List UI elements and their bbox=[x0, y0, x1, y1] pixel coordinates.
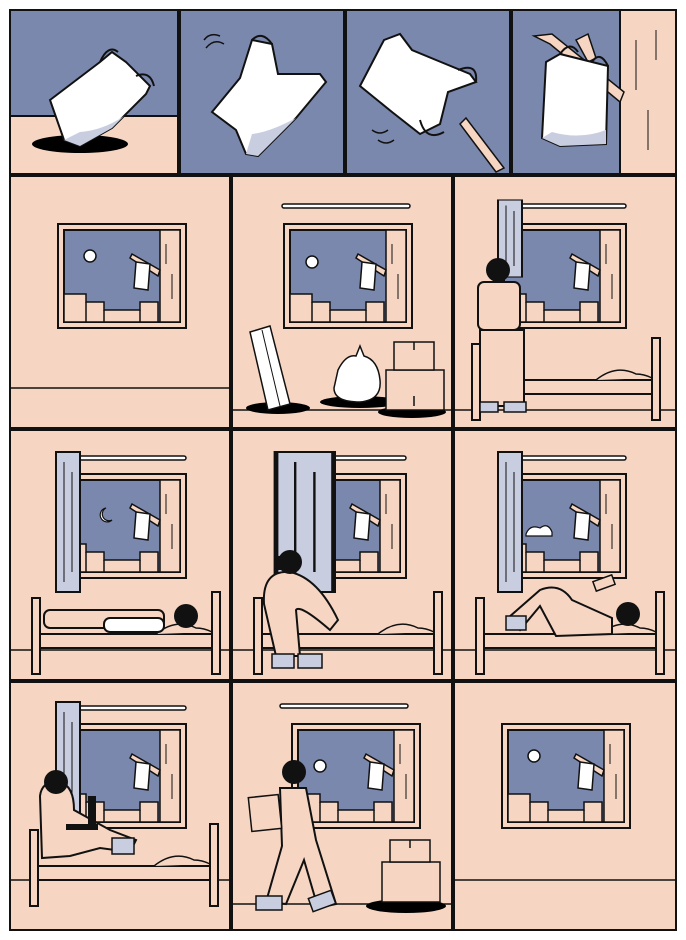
phone-icon bbox=[276, 556, 282, 570]
panel-empty-room-window bbox=[9, 175, 231, 429]
plastic-bag-icon bbox=[48, 48, 155, 148]
panel-person-lying-in-bed bbox=[9, 429, 231, 681]
box-icon bbox=[247, 793, 283, 833]
person-icon bbox=[477, 258, 527, 413]
person-icon bbox=[38, 770, 138, 860]
book-icon bbox=[591, 573, 617, 593]
moon-icon bbox=[83, 249, 97, 263]
window-icon bbox=[283, 223, 413, 329]
panel-person-moving-out-with-boxes bbox=[231, 681, 453, 931]
person-icon bbox=[43, 604, 198, 633]
branch-icon bbox=[459, 116, 506, 173]
moon-icon bbox=[305, 255, 319, 269]
panel-person-looking-out-window bbox=[453, 175, 677, 429]
trash-bag-icon bbox=[333, 343, 381, 403]
plastic-bag-icon bbox=[210, 34, 328, 158]
person-icon bbox=[262, 550, 340, 669]
panel-bag-on-puddle bbox=[9, 9, 179, 175]
person-icon bbox=[505, 573, 640, 638]
window-icon bbox=[501, 723, 631, 829]
cloud-icon bbox=[525, 525, 553, 537]
curtain-icon bbox=[497, 451, 523, 593]
plastic-bag-icon bbox=[358, 32, 478, 136]
curtain-rod-icon bbox=[281, 203, 411, 209]
window-icon bbox=[57, 223, 187, 329]
box-icon bbox=[381, 839, 441, 903]
panel-empty-room-window-final bbox=[453, 681, 677, 931]
plastic-bag-icon bbox=[540, 45, 610, 148]
person-icon bbox=[247, 760, 338, 913]
panel-bag-tumbling bbox=[345, 9, 511, 175]
panel-person-with-laptop-on-bed bbox=[9, 681, 231, 931]
folded-frame-icon bbox=[249, 325, 291, 411]
panel-bag-blowing bbox=[179, 9, 345, 175]
curtain-icon bbox=[55, 451, 81, 593]
panel-person-on-phone-on-bed bbox=[231, 429, 453, 681]
laptop-icon bbox=[66, 796, 98, 830]
moon-icon bbox=[527, 749, 541, 763]
moon-icon bbox=[313, 759, 327, 773]
box-icon bbox=[385, 341, 445, 411]
panel-bag-caught-on-branch bbox=[511, 9, 677, 175]
panel-moving-in-boxes bbox=[231, 175, 453, 429]
curtain-rod-icon bbox=[279, 703, 409, 709]
moon-icon bbox=[99, 507, 113, 523]
panel-person-reading-on-bed bbox=[453, 429, 677, 681]
